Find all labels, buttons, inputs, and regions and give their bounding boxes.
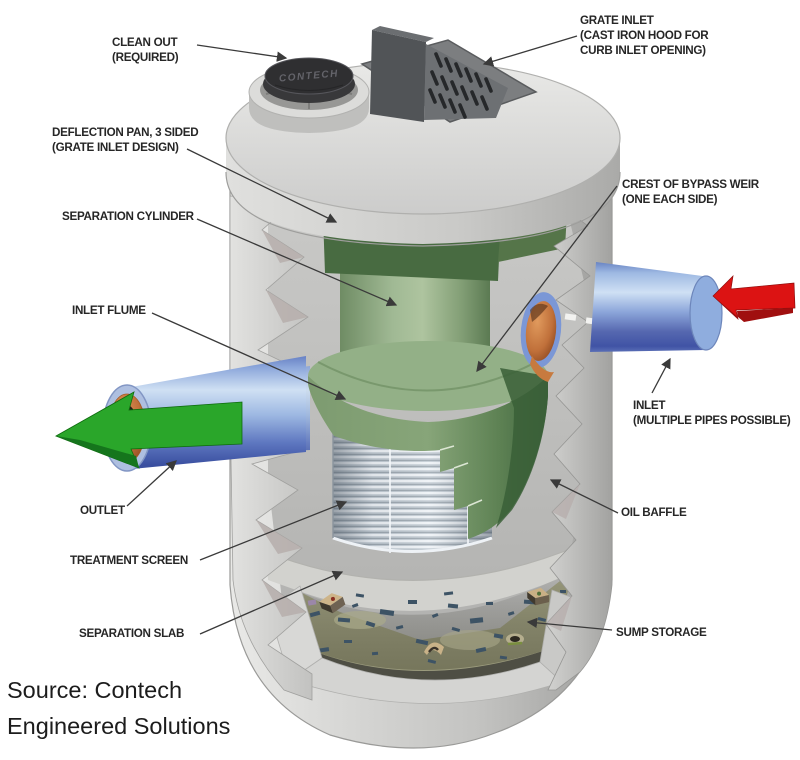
grate-inlet <box>360 26 538 123</box>
label-treatment-screen: TREATMENT SCREEN <box>70 553 188 568</box>
source-line: Source: Contech <box>7 677 183 703</box>
manhole-cover-brand: CONTECH <box>279 68 340 84</box>
outlet-flow-arrow <box>55 391 243 469</box>
label-oil-baffle: OIL BAFFLE <box>621 505 687 520</box>
leader-outlet <box>126 460 177 507</box>
leader-oil-baffle <box>549 479 619 514</box>
label-grate-inlet: GRATE INLET (CAST IRON HOOD FOR CURB INL… <box>580 13 709 58</box>
leader-grate-inlet <box>482 35 578 67</box>
sump-trash <box>319 587 549 655</box>
label-separation-slab: SEPARATION SLAB <box>79 626 184 641</box>
manhole-cover <box>264 57 354 95</box>
inlet-pipe <box>590 262 796 352</box>
grate-surface <box>424 44 508 120</box>
label-line: SUMP STORAGE <box>616 625 707 639</box>
inlet-flow-arrow <box>712 274 796 322</box>
outlet-pipe <box>55 356 306 472</box>
label-line: CREST OF BYPASS WEIR <box>622 177 759 191</box>
leader-separation-slab <box>199 570 344 635</box>
label-outlet: OUTLET <box>80 503 125 518</box>
label-line: DEFLECTION PAN, 3 SIDED <box>52 125 199 139</box>
label-line: CURB INLET OPENING) <box>580 43 706 57</box>
label-line: (CAST IRON HOOD FOR <box>580 28 709 42</box>
leader-sump-storage <box>526 617 613 631</box>
label-line: (ONE EACH SIDE) <box>622 192 718 206</box>
label-bypass-weir: CREST OF BYPASS WEIR (ONE EACH SIDE) <box>622 177 759 207</box>
label-clean-out: CLEAN OUT (REQUIRED) <box>112 35 179 65</box>
label-inlet-flume: INLET FLUME <box>72 303 146 318</box>
source-line: Engineered Solutions <box>7 713 231 739</box>
source-credit: Source: Contech Engineered Solutions <box>7 672 230 744</box>
label-line: CLEAN OUT <box>112 35 178 49</box>
leader-clean-out <box>196 44 288 62</box>
label-line: (REQUIRED) <box>112 50 179 64</box>
leader-lines <box>126 35 671 635</box>
leader-inlet-flume <box>151 312 347 401</box>
label-line: INLET FLUME <box>72 303 146 317</box>
label-line: OUTLET <box>80 503 125 517</box>
label-sump-storage: SUMP STORAGE <box>616 625 707 640</box>
grate-hood <box>370 30 426 122</box>
label-line: TREATMENT SCREEN <box>70 553 189 567</box>
clean-out-cover: CONTECH <box>248 57 370 133</box>
grate-slots <box>428 52 493 119</box>
oil-baffle <box>308 341 548 539</box>
leader-deflection-pan <box>186 148 338 223</box>
label-line: (GRATE INLET DESIGN) <box>52 140 179 154</box>
label-line: (MULTIPLE PIPES POSSIBLE) <box>633 413 791 427</box>
label-deflection-pan: DEFLECTION PAN, 3 SIDED (GRATE INLET DES… <box>52 125 199 155</box>
leader-separation-cylinder <box>196 218 398 307</box>
leader-inlet <box>651 357 671 394</box>
label-separation-cylinder: SEPARATION CYLINDER <box>62 209 194 224</box>
leader-treatment-screen <box>199 500 348 561</box>
label-line: INLET <box>633 398 666 412</box>
separation-slab <box>265 544 581 611</box>
sump-storage-area <box>267 570 585 704</box>
label-line: SEPARATION SLAB <box>79 626 185 640</box>
label-line: GRATE INLET <box>580 13 654 27</box>
label-line: OIL BAFFLE <box>621 505 687 519</box>
leader-bypass-weir <box>476 185 618 373</box>
label-line: SEPARATION CYLINDER <box>62 209 194 223</box>
label-inlet: INLET (MULTIPLE PIPES POSSIBLE) <box>633 398 791 428</box>
inlet-opening-interior <box>520 292 562 382</box>
sump-debris <box>301 590 566 664</box>
